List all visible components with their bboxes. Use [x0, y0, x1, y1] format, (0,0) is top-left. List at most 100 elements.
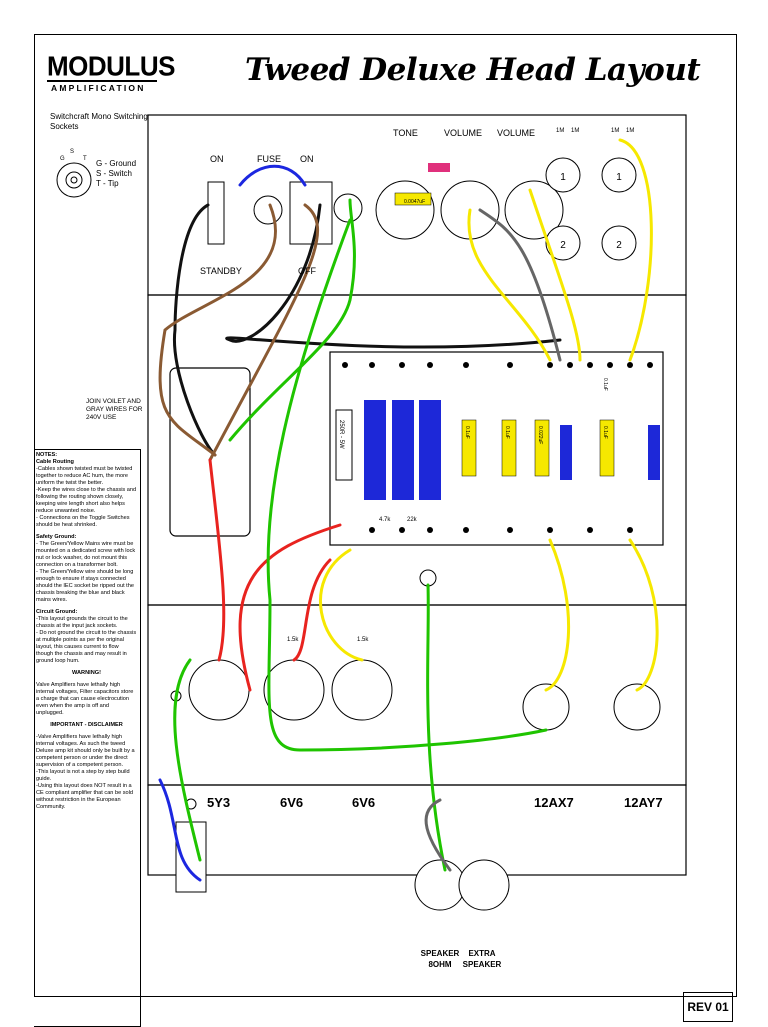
- tube-label-12ax7: 12AX7: [534, 795, 574, 810]
- svg-text:1: 1: [560, 172, 566, 183]
- disclaimer-note-2: -This layout is not a step by step build…: [36, 769, 130, 782]
- notes-title: NOTES:: [36, 452, 58, 458]
- wire-brown-2: [208, 203, 319, 462]
- power-resistor-label: 250R - 5W: [338, 420, 344, 449]
- voltage-join-note: JOIN VOILET AND GRAY WIRES FOR 240V USE: [86, 398, 143, 421]
- wire-red-2: [238, 523, 342, 692]
- legend-ground: G - Ground: [96, 159, 137, 168]
- notes-panel: NOTES: Cable Routing -Cables shown twist…: [34, 449, 141, 1027]
- svg-text:1: 1: [616, 172, 622, 183]
- coupling-cap-2: [501, 419, 517, 477]
- legend-switch: S - Switch: [96, 169, 133, 178]
- filter-cap-3: [419, 400, 441, 500]
- volume-pot-2: [504, 180, 564, 240]
- off-label: OFF: [298, 266, 316, 276]
- wire-green-2: [266, 218, 548, 752]
- cable-note-2: -Keep the wires close to the chassis and…: [36, 487, 137, 514]
- logo-wordmark: MODULUS: [47, 50, 175, 82]
- filter-cap-2: [392, 400, 414, 500]
- filter-cap-1: [364, 400, 386, 500]
- wire-yellow-6: [319, 548, 364, 662]
- speaker-label: SPEAKER 8OHM: [420, 948, 460, 970]
- cathode-cap-1: [560, 425, 572, 480]
- wire-gray-2: [424, 798, 452, 872]
- res-22k-label: 22k: [407, 517, 417, 523]
- wire-black-2: [225, 203, 562, 349]
- cable-note-1: -Cables shown twisted must be twisted to…: [36, 466, 133, 486]
- res-4-7k-label: 4.7k: [379, 517, 391, 523]
- input-jack-1: [545, 157, 581, 193]
- cable-heading: Cable Routing: [36, 459, 74, 465]
- cap-0-1-label-2: 0.1uF: [504, 426, 510, 439]
- res-1m-label-1: 1M: [556, 128, 565, 134]
- wire-yellow-1: [528, 188, 582, 362]
- sockets-title: Switchcraft Mono Switching Sockets: [50, 112, 148, 131]
- speaker-jack: [414, 859, 466, 911]
- logo-subtitle: AMPLIFICATION: [51, 83, 146, 93]
- res-1m-label-2: 1M: [571, 128, 580, 134]
- logo-rule: [47, 80, 157, 82]
- tube-socket-6v6-1: [263, 659, 325, 721]
- volume-label-2: VOLUME: [497, 128, 536, 138]
- tube-label-12ay7: 12AY7: [624, 795, 663, 810]
- coupling-cap-1: [461, 419, 477, 477]
- safety-note-1: - The Green/Yellow Mains wire must be mo…: [36, 541, 136, 568]
- power-transformer: [169, 367, 251, 537]
- power-resistor: [335, 409, 353, 481]
- tube-socket-5y3: [188, 659, 250, 721]
- tone-cap-label: 0.0047uF: [404, 199, 426, 205]
- fuse-holder: [253, 195, 283, 225]
- svg-text:2: 2: [616, 240, 622, 251]
- power-switch: [289, 181, 333, 245]
- disclaimer-note-3: -Using this layout does NOT result in a …: [36, 783, 134, 810]
- disclaimer-note-1: -Valve Amplifiers have lethally high int…: [36, 734, 135, 768]
- pink-resistor: [428, 163, 450, 172]
- page-frame: [34, 34, 737, 997]
- wire-green-3: [426, 583, 447, 872]
- warning-heading: WARNING!: [72, 670, 101, 676]
- tone-pot: [375, 180, 435, 240]
- circuit-note-1: -This layout grounds the circuit to the …: [36, 616, 128, 629]
- tube-label-6v6-2: 6V6: [352, 795, 376, 810]
- res-1-5k-label-1: 1.5k: [287, 637, 299, 643]
- page-title: Tweed Deluxe Head Layout: [245, 52, 701, 88]
- socket-t-label: T: [83, 156, 87, 162]
- wire-blue-2: [158, 778, 202, 882]
- extra-label-line2: SPEAKER: [462, 960, 502, 969]
- circuit-heading: Circuit Ground:: [36, 609, 78, 615]
- input-jack-3: [601, 157, 637, 193]
- eyelet-board: [329, 351, 664, 546]
- socket-g-label: G: [60, 156, 65, 162]
- wire-red-3: [292, 558, 332, 662]
- extra-label-line1: EXTRA: [468, 949, 496, 958]
- tone-label: TONE: [393, 128, 418, 138]
- wire-black-1: [172, 203, 217, 457]
- speaker-label-line1: SPEAKER: [420, 949, 460, 958]
- tone-cap: [394, 192, 432, 206]
- fuse-label: FUSE: [257, 154, 282, 164]
- coupling-cap-4: [599, 419, 615, 477]
- modulus-logo: MODULUS AMPLIFICATION: [47, 51, 175, 98]
- socket-s-label: S: [70, 149, 74, 155]
- safety-note-2: - The Green/Yellow wire should be long e…: [36, 569, 134, 603]
- standby-switch: [207, 181, 225, 245]
- cathode-cap-2: [648, 425, 660, 480]
- res-1m-label-3: 1M: [611, 128, 620, 134]
- svg-text:2: 2: [560, 240, 566, 251]
- tube-label-5y3: 5Y3: [207, 795, 231, 810]
- speaker-label-line2: 8OHM: [428, 960, 452, 969]
- res-1-5k-label-2: 1.5k: [357, 637, 369, 643]
- tube-label-6v6-1: 6V6: [280, 795, 304, 810]
- res-1m-label-4: 1M: [626, 128, 635, 134]
- input-jack-4: [601, 225, 637, 261]
- warning-note: Valve Amplifiers have lethally high inte…: [36, 682, 134, 716]
- extra-speaker-label: EXTRA SPEAKER: [462, 948, 502, 970]
- wire-yellow-2: [467, 208, 552, 362]
- wire-blue-1: [238, 164, 307, 187]
- standby-label: STANDBY: [200, 266, 242, 276]
- volume-label-1: VOLUME: [444, 128, 483, 138]
- socket-example-icon: [56, 162, 92, 198]
- wire-yellow-3: [618, 138, 653, 362]
- circuit-note-2: - Do not ground the circuit to the chass…: [36, 630, 137, 664]
